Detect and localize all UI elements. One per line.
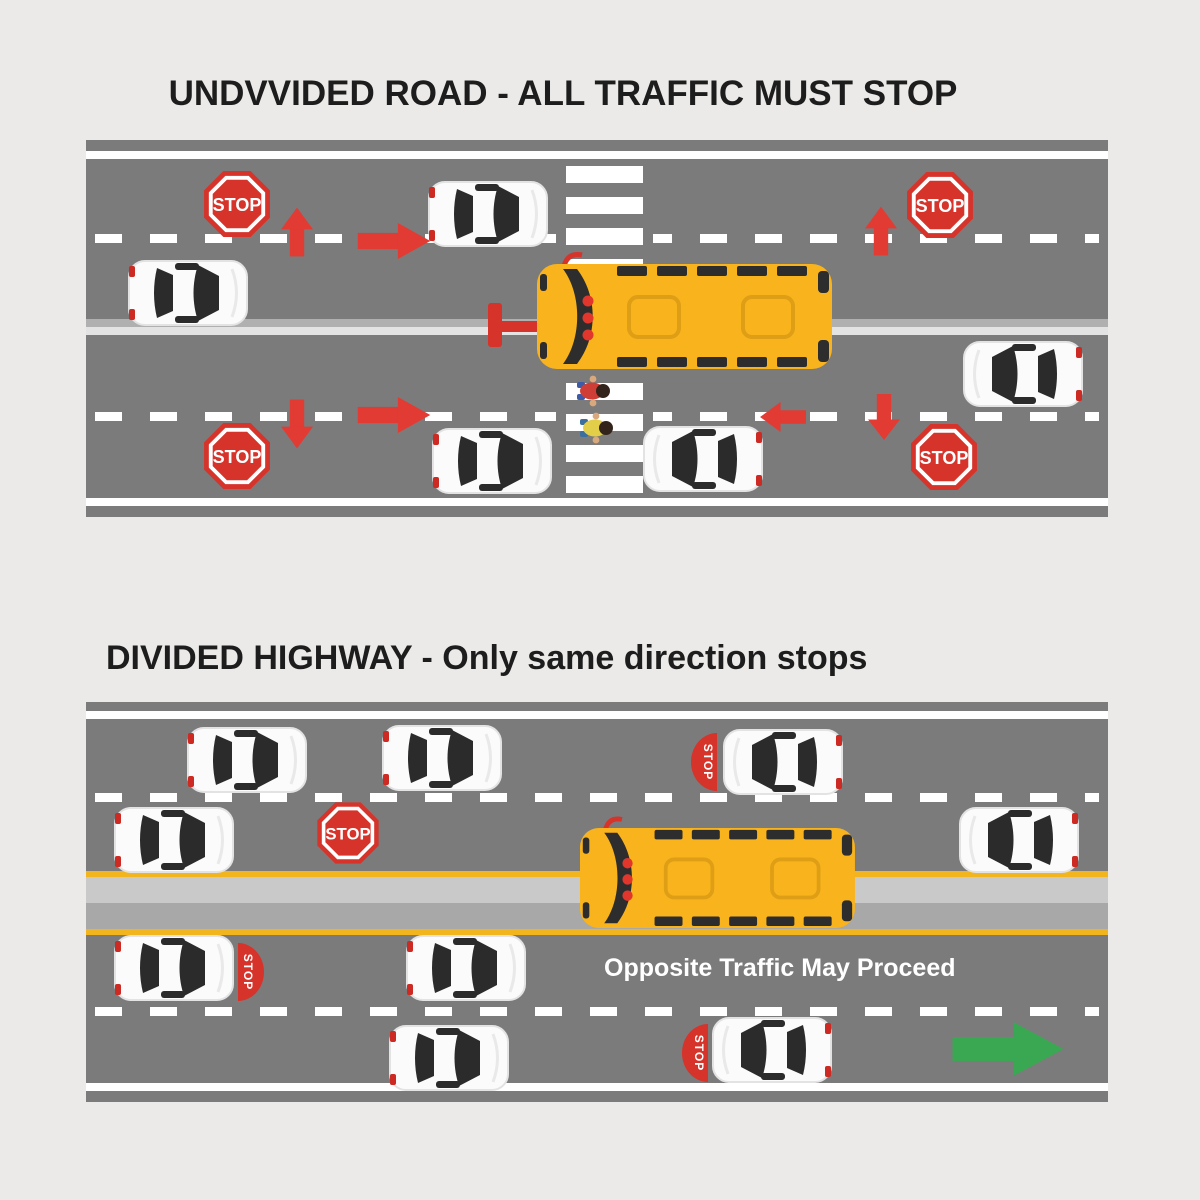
lane-divider-dashed	[95, 793, 1099, 802]
road-edge-line	[86, 711, 1108, 719]
lane-divider-dashed	[95, 1007, 1099, 1016]
median-strip-mid	[86, 903, 1108, 929]
crosswalk	[556, 159, 653, 498]
road-edge-line	[86, 498, 1108, 506]
yellow-line	[86, 929, 1108, 935]
crosswalk-stripes	[566, 166, 643, 494]
divided-highway-road	[86, 702, 1108, 1102]
median-note: Opposite Traffic May Proceed	[604, 954, 956, 982]
section-title-divided: DIVIDED HIGHWAY - Only same direction st…	[106, 639, 868, 677]
road-edge-line	[86, 151, 1108, 159]
section-title-undivided: UNDVVIDED ROAD - ALL TRAFFIC MUST STOP	[168, 74, 958, 113]
road-edge-line	[86, 1083, 1108, 1091]
median-strip-light	[86, 877, 1108, 903]
undivided-road	[86, 140, 1108, 517]
